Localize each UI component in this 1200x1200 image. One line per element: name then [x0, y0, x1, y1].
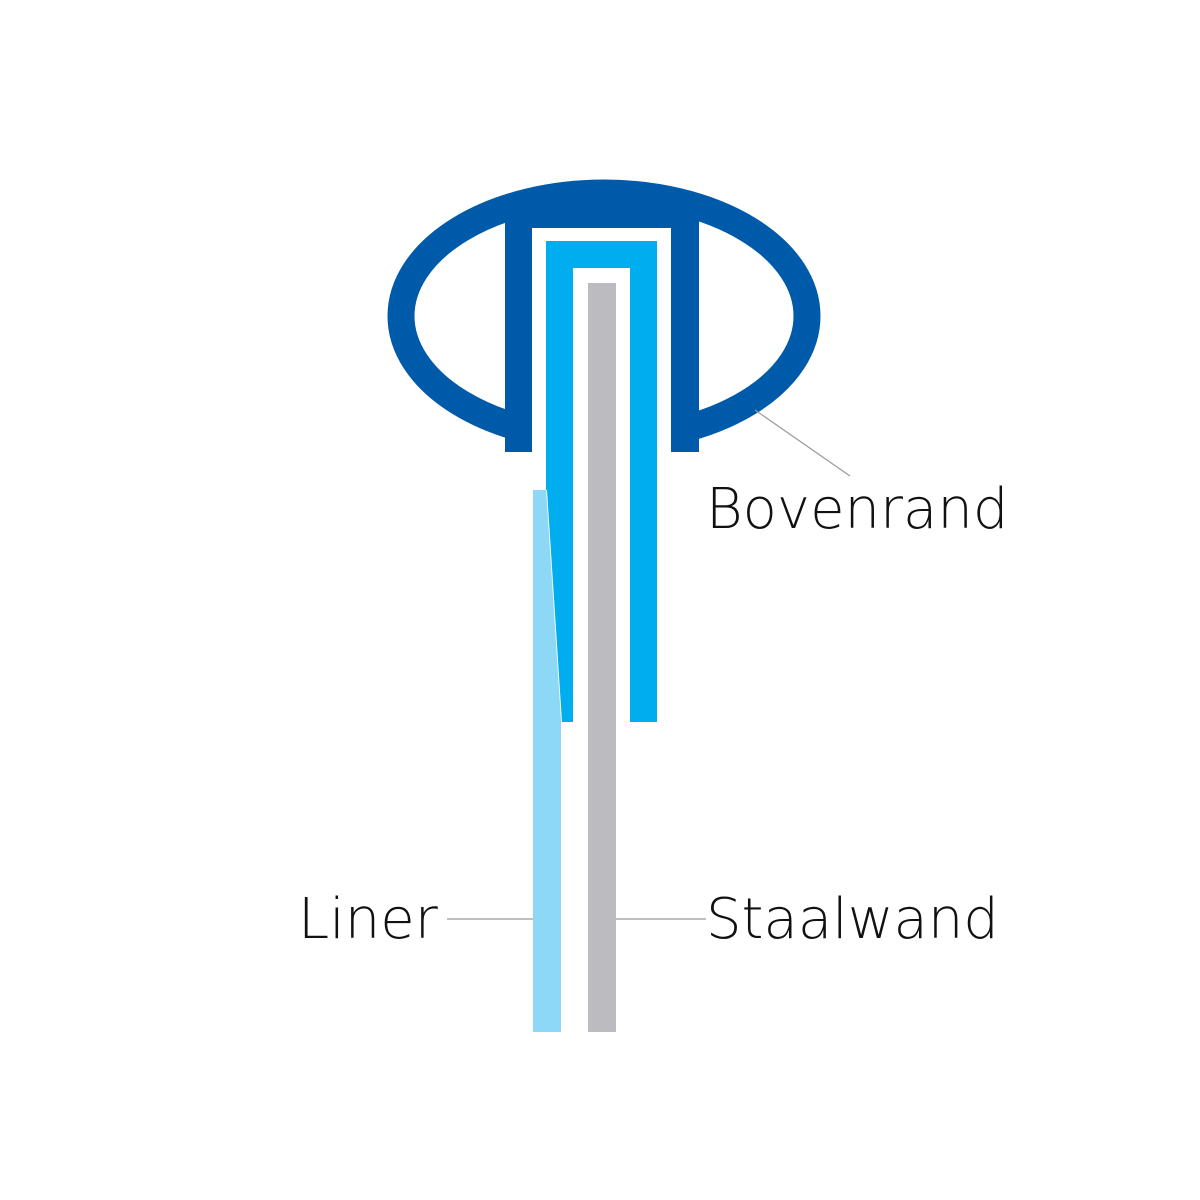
top-rim-left-post: [505, 200, 533, 452]
coping-right-leg: [630, 241, 657, 722]
steel-wall-strip: [588, 283, 616, 1032]
top-rim-label: Bovenrand: [706, 477, 1009, 542]
liner-label: Liner: [298, 887, 438, 952]
coping-profile: [546, 241, 657, 722]
liner-wedge-gap: [546, 490, 562, 722]
steel-wall-label: Staalwand: [706, 887, 999, 952]
top-rim-leader-line: [754, 409, 851, 477]
liner-strip: [533, 490, 561, 1032]
top-rim-right-post: [671, 200, 699, 452]
top-rim-bridge: [505, 195, 699, 229]
